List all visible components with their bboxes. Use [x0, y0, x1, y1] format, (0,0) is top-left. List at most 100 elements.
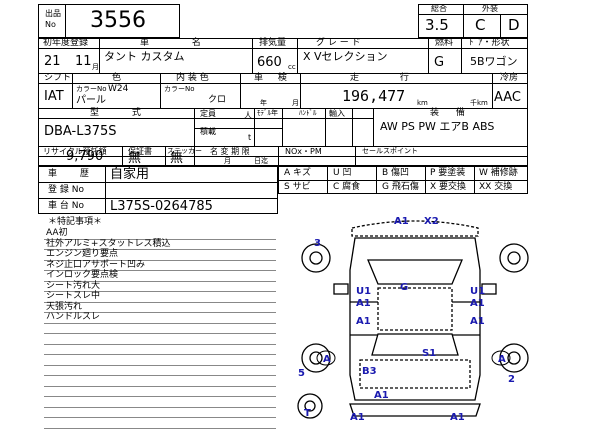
name-change-month: 月 [224, 157, 231, 165]
exterior-label: 外装 [482, 4, 498, 13]
mileage-label: 走 行 [350, 73, 409, 83]
note-rule [44, 333, 276, 334]
displacement: 660 [257, 55, 282, 70]
damage-mark: 2 [508, 374, 515, 385]
note-rule [44, 343, 276, 345]
legend-g: G 飛石傷 [382, 182, 419, 192]
note-rule [44, 312, 276, 313]
load-label: 積載 [200, 127, 216, 136]
damage-mark: T [304, 408, 311, 419]
note-item: AA初 [46, 228, 68, 238]
damage-mark: A1 [374, 390, 389, 401]
ac-label: 冷房 [500, 73, 519, 83]
door: 5Bワゴン [470, 55, 518, 68]
spec-grid [38, 38, 528, 166]
import-label: 輸入 [329, 109, 345, 118]
note-rule [44, 427, 276, 429]
note-rule [44, 301, 276, 303]
legend-b: B 傷凹 [382, 168, 410, 178]
note-item: エンジン廻り要点 [46, 249, 119, 259]
sticker-label: ステッカー [167, 147, 202, 155]
grade: X Vセレクション [303, 50, 388, 63]
damage-mark: A1 [394, 216, 409, 227]
inspection-year: 年 [260, 99, 267, 107]
note-rule [44, 291, 276, 292]
legend-c: C 腐食 [333, 182, 361, 192]
note-item: 社外アルミ+スタットレス積込 [46, 238, 171, 249]
note-rule [44, 249, 276, 250]
warranty-label: 保証書 [128, 147, 152, 156]
note-rule [44, 417, 276, 418]
km-unit: km [417, 99, 428, 107]
color-no: W24 [108, 84, 129, 94]
damage-mark: A [498, 354, 506, 365]
model: DBA-L375S [44, 124, 117, 139]
legend-a: A キズ [284, 168, 312, 178]
car-name: タント カスタム [104, 50, 185, 63]
shift: IAT [44, 89, 64, 104]
interior-color: クロ [208, 95, 227, 105]
chassis-label: 車 台 No [48, 201, 84, 211]
damage-mark: 3 [314, 238, 321, 249]
note-item: ネジ止口アサポート凹み [46, 259, 146, 270]
capacity-unit: 人 [244, 111, 252, 120]
interior-grade: D [508, 16, 520, 34]
note-rule [44, 385, 276, 387]
note-rule [44, 259, 276, 261]
warranty: 無 [128, 151, 142, 166]
note-rule [44, 238, 276, 240]
legend-u: U 凹 [333, 168, 352, 178]
interior-color-no-label: カラーNo [164, 85, 195, 93]
damage-mark: A1 [470, 316, 485, 327]
fuel-label: 燃料 [435, 38, 454, 48]
damage-mark: G [400, 282, 408, 293]
history: 自家用 [110, 167, 150, 182]
capacity-label: 定員 [200, 109, 216, 118]
lot-number: 3556 [90, 8, 146, 33]
nox-label: NOx・PM [285, 147, 322, 156]
name-change-label: 名 変 期 限 [210, 147, 250, 156]
legend-x: X 要交換 [430, 182, 467, 192]
car-name-label: 車 名 [140, 38, 201, 48]
tire-circle [491, 350, 511, 366]
recycle-label: リサイクル預託額 [43, 147, 107, 156]
damage-mark: S1 [422, 348, 436, 359]
damage-mark: A1 [356, 316, 371, 327]
chassis: L375S-0264785 [110, 199, 213, 214]
damage-mark: B3 [362, 366, 377, 377]
damage-mark: 5 [298, 368, 305, 379]
name-change-date: 日迄 [254, 157, 268, 165]
model-label: 型 式 [90, 108, 141, 118]
model-year-label: ﾓﾃﾞﾙ年 [257, 109, 278, 117]
shift-label: シフト [44, 73, 72, 83]
inspection-month: 月 [292, 99, 299, 107]
equipment: AW PS PW エアB ABS [380, 120, 495, 133]
damage-mark: A1 [470, 298, 485, 309]
note-rule [44, 396, 276, 397]
note-item: ハンドルスレ [46, 312, 101, 322]
damage-mark: U1 [356, 286, 371, 297]
color: パール [76, 95, 106, 106]
ac: AAC [494, 90, 521, 105]
history-label: 車 歴 [48, 169, 89, 179]
damage-mark: U1 [470, 286, 485, 297]
reg-year: 21 [44, 54, 61, 69]
note-rule [44, 280, 276, 282]
legend-p: P 要塗装 [430, 168, 466, 178]
lot-label: 出品 No [45, 9, 61, 29]
thousand-km-unit: 千km [470, 99, 488, 107]
reg-month: 11 [75, 54, 92, 69]
note-item: 天張汚れ [46, 301, 83, 312]
legend-s: S サビ [284, 182, 311, 192]
note-rule [44, 406, 276, 408]
damage-mark: A1 [356, 298, 371, 309]
note-rule [44, 375, 276, 376]
note-rule [44, 322, 276, 324]
mileage: 196,477 [342, 87, 406, 105]
notes-title: ＊特記事項＊ [48, 217, 103, 227]
color-label: 色 [112, 73, 122, 83]
recycle: 9,790 [66, 149, 104, 164]
note-rule [44, 364, 276, 366]
sales-point-label: セールスポイント [362, 147, 418, 155]
